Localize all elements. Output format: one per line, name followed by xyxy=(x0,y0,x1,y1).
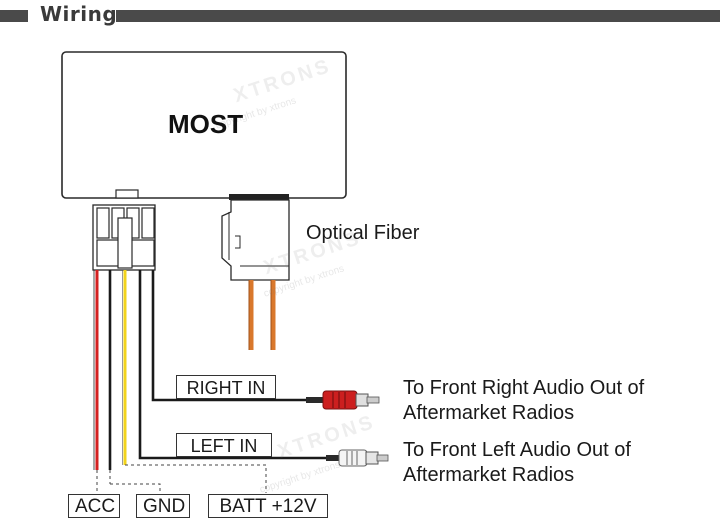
module-optical-slot xyxy=(229,194,289,200)
acc-label: ACC xyxy=(68,494,120,518)
left-destination-line2: Aftermarket Radios xyxy=(403,464,575,486)
batt-leader xyxy=(125,464,267,493)
section-title: Wiring xyxy=(40,2,118,26)
most-module-box xyxy=(61,51,347,199)
right-destination-line2: Aftermarket Radios xyxy=(403,402,575,424)
section-header: Wiring xyxy=(0,0,720,30)
module-label: MOST xyxy=(168,109,244,139)
gnd-leader-2 xyxy=(110,483,161,493)
power-connector xyxy=(92,204,156,271)
left-rca-plug xyxy=(326,449,389,467)
optical-fiber-connector xyxy=(221,199,290,281)
left-in-label: LEFT IN xyxy=(176,433,272,457)
header-bar-left xyxy=(0,10,28,22)
optical-fiber-label: Optical Fiber xyxy=(306,222,420,244)
left-in-wire xyxy=(138,270,330,460)
right-rca-plug xyxy=(306,390,380,410)
header-bar-right xyxy=(116,10,720,22)
left-destination-line1: To Front Left Audio Out of xyxy=(403,439,631,461)
gnd-label: GND xyxy=(136,494,190,518)
right-in-label: RIGHT IN xyxy=(176,375,276,399)
right-destination-line1: To Front Right Audio Out of xyxy=(403,377,645,399)
batt-label: BATT +12V xyxy=(208,494,328,518)
right-in-wire xyxy=(151,270,310,402)
module-tab-small xyxy=(115,189,139,199)
